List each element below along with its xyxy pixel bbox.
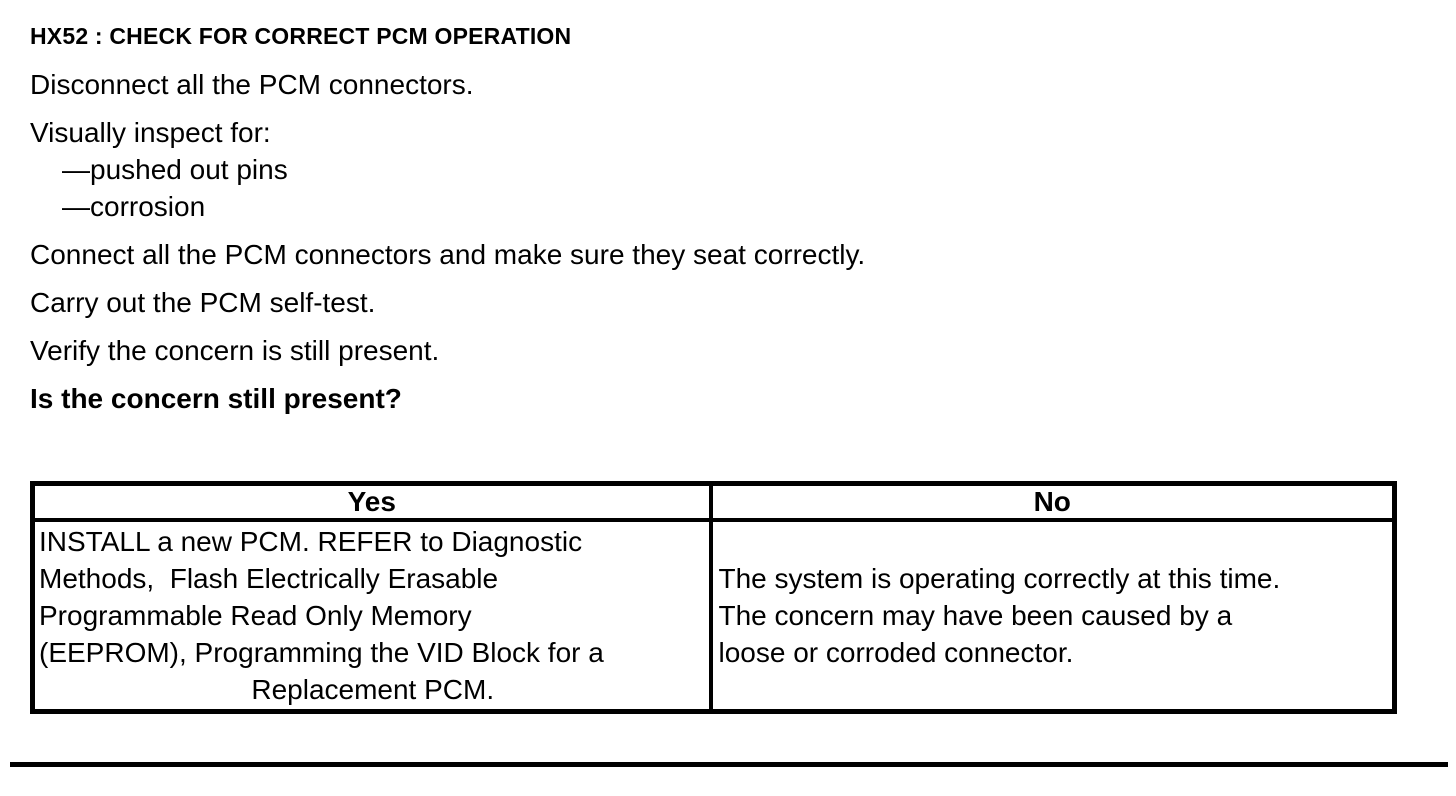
procedure-title: HX52 : CHECK FOR CORRECT PCM OPERATION bbox=[30, 23, 572, 49]
decision-table: Yes No INSTALL a new PCM. REFER to Diagn… bbox=[30, 481, 1397, 714]
yes-action-line: (EEPROM), Programming the VID Block for … bbox=[39, 637, 604, 668]
yes-action-line: INSTALL a new PCM. REFER to Diagnostic bbox=[39, 526, 583, 557]
yes-action-line: Methods, Flash Electrically Erasable bbox=[39, 563, 499, 594]
decision-table-body-row: INSTALL a new PCM. REFER to Diagnostic M… bbox=[30, 518, 1397, 714]
step-pcm-self-test: Carry out the PCM self-test. bbox=[30, 287, 376, 318]
no-action-cell: The system is operating correctly at thi… bbox=[708, 518, 1397, 714]
yes-action-line: Programmable Read Only Memory bbox=[39, 600, 472, 631]
no-action-line: The system is operating correctly at thi… bbox=[718, 563, 1281, 594]
yes-action-line: Replacement PCM. bbox=[251, 674, 495, 705]
step-disconnect-connectors: Disconnect all the PCM connectors. bbox=[30, 69, 474, 100]
yes-column-header: Yes bbox=[30, 481, 713, 522]
no-column-header: No bbox=[708, 481, 1397, 522]
step-visually-inspect: Visually inspect for: bbox=[30, 117, 271, 148]
yes-action-cell: INSTALL a new PCM. REFER to Diagnostic M… bbox=[30, 518, 713, 714]
no-action-line: The concern may have been caused by a bbox=[718, 600, 1233, 631]
inspect-item-pushed-out-pins: —pushed out pins bbox=[62, 154, 288, 185]
decision-table-header-row: Yes No bbox=[30, 481, 1397, 522]
decision-question: Is the concern still present? bbox=[30, 383, 402, 414]
step-connect-connectors: Connect all the PCM connectors and make … bbox=[30, 239, 866, 270]
no-action-line: loose or corroded connector. bbox=[718, 637, 1074, 668]
inspect-item-corrosion: —corrosion bbox=[62, 191, 206, 222]
page-divider-rule bbox=[10, 762, 1448, 767]
step-verify-concern: Verify the concern is still present. bbox=[30, 335, 440, 366]
